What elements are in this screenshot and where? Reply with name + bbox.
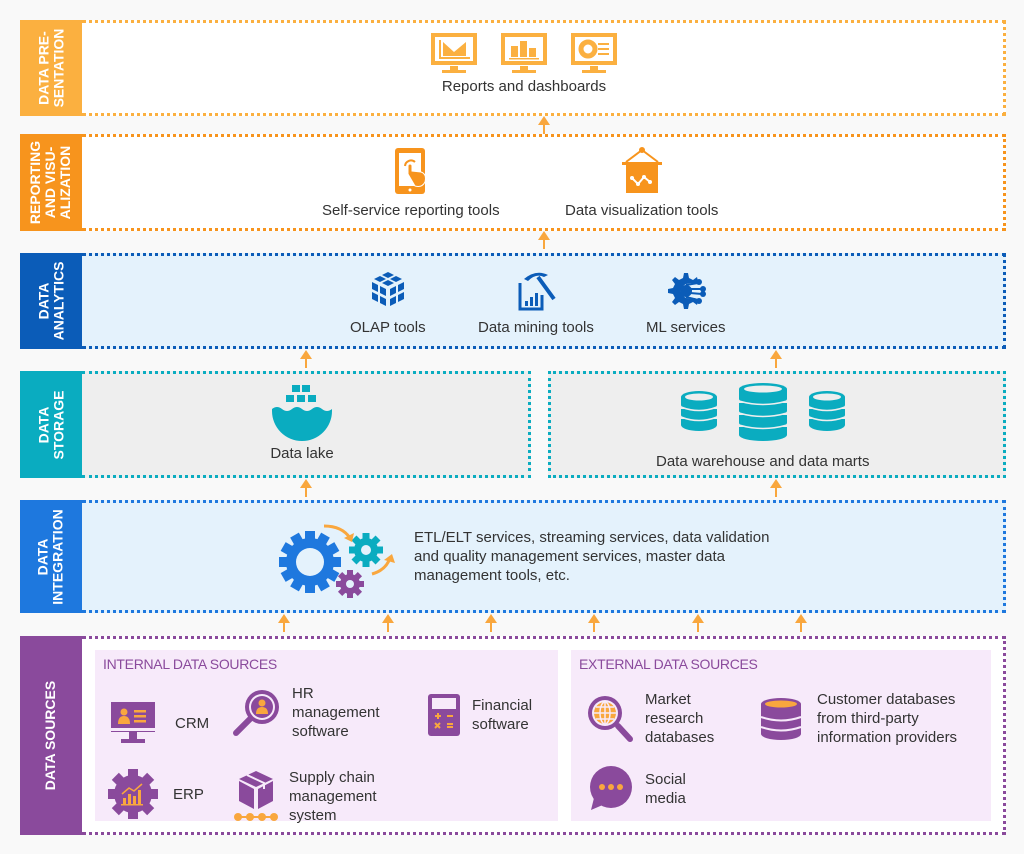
supply-box-icon [234, 770, 278, 821]
data-lake-label: Data lake [270, 445, 334, 462]
source-hr-management: HR management software [232, 684, 380, 741]
source-financial-software: Financial software [426, 692, 532, 738]
flow-arrow [692, 614, 704, 632]
flow-arrow [485, 614, 497, 632]
source-hr-management-label: HR management software [292, 685, 380, 740]
layer-label-presentation: DATA PRE- SENTATION [20, 20, 82, 116]
integration-description: ETL/ELT services, streaming services, da… [414, 529, 770, 584]
layer-reporting-visualization: REPORTING AND VISU- ALIZATION Self-servi… [20, 134, 1006, 231]
data-lake-item: Data lake [270, 383, 334, 462]
data-lake-icon [272, 385, 332, 441]
source-crm: CRM [109, 700, 209, 746]
data-visualization-label: Data visualization tools [565, 202, 719, 219]
reports-dashboards-item: Reports and dashboards [430, 32, 618, 95]
data-warehouse-item: Data warehouse and data marts [656, 383, 869, 470]
erp-gear-icon [108, 769, 158, 819]
flow-arrow [770, 479, 782, 497]
source-crm-label: CRM [175, 714, 210, 732]
data-mining-tools-item: Data mining tools [478, 269, 594, 336]
gears-icon [279, 524, 395, 598]
line-chart-monitor-icon [431, 33, 477, 73]
flow-arrow [300, 350, 312, 368]
source-customer-databases: Customer databases from third-party info… [759, 690, 957, 747]
internal-sources-panel: INTERNAL DATA SOURCES CRM HR management … [95, 650, 558, 824]
ml-services-item: ML services [646, 269, 725, 336]
reports-dashboards-label: Reports and dashboards [441, 78, 607, 95]
flow-arrow [588, 614, 600, 632]
source-market-research-label: Market research databases [645, 691, 715, 746]
olap-cube-icon [371, 272, 404, 306]
reporting-box [82, 134, 1006, 231]
layer-data-presentation: DATA PRE- SENTATION Reports [20, 20, 1006, 116]
ml-gear-icon [667, 273, 706, 309]
flow-arrow [278, 614, 290, 632]
database-icon [760, 697, 802, 740]
flow-arrow [382, 614, 394, 632]
layer-data-sources: DATA SOURCES INTERNAL DATA SOURCES CRM H… [20, 636, 1006, 835]
tablet-touch-icon [394, 148, 426, 194]
source-financial-software-label: Financial software [472, 697, 533, 733]
source-supply-chain: Supply chain management system [233, 768, 377, 825]
data-warehouse-label: Data warehouse and data marts [656, 453, 870, 470]
source-supply-chain-label: Supply chain management system [289, 769, 377, 824]
source-customer-databases-label: Customer databases from third-party info… [817, 691, 958, 746]
flow-arrow [795, 614, 807, 632]
internal-sources-title: INTERNAL DATA SOURCES [103, 656, 277, 672]
pickaxe-chart-icon [518, 272, 556, 311]
flow-arrow [538, 116, 550, 134]
layer-data-analytics: DATA ANALYTICS OLAP tools Data mining to… [20, 253, 1006, 349]
presentation-board-icon [621, 147, 662, 193]
source-erp: ERP [107, 768, 204, 820]
layer-label-integration: DATA INTEGRATION [20, 500, 82, 613]
hr-search-icon [233, 689, 279, 736]
self-service-reporting-label: Self-service reporting tools [322, 202, 500, 219]
flow-arrow [538, 231, 550, 249]
bar-chart-monitor-icon [501, 33, 547, 73]
globe-search-icon [588, 695, 633, 742]
databases-icon [680, 383, 846, 441]
flow-arrow [300, 479, 312, 497]
chat-bubble-icon [590, 766, 632, 810]
analytics-box [82, 253, 1006, 349]
data-visualization-item: Data visualization tools [565, 146, 718, 219]
source-social-media: Social media [587, 766, 686, 812]
source-erp-label: ERP [173, 785, 204, 803]
integration-box [82, 500, 1006, 613]
donut-chart-monitor-icon [571, 33, 617, 73]
calculator-icon [428, 694, 460, 736]
external-sources-panel: EXTERNAL DATA SOURCES Market research da… [571, 650, 991, 821]
external-sources-title: EXTERNAL DATA SOURCES [579, 656, 758, 672]
layer-label-analytics: DATA ANALYTICS [20, 253, 82, 349]
olap-tools-label: OLAP tools [350, 319, 426, 336]
layer-label-reporting: REPORTING AND VISU- ALIZATION [20, 134, 82, 231]
data-mining-tools-label: Data mining tools [478, 319, 594, 336]
ml-services-label: ML services [646, 319, 726, 336]
self-service-reporting-item: Self-service reporting tools [322, 146, 500, 219]
source-social-media-label: Social media [645, 771, 686, 807]
source-market-research: Market research databases [585, 690, 714, 747]
layer-data-integration: DATA INTEGRATION ETL/ELT services, strea… [20, 500, 1006, 613]
layer-label-sources: DATA SOURCES [20, 636, 82, 835]
crm-icon [111, 702, 155, 743]
layer-label-storage: DATA STORAGE [20, 371, 82, 478]
olap-tools-item: OLAP tools [350, 269, 426, 336]
layer-data-storage: DATA STORAGE Data lake [20, 371, 1006, 478]
flow-arrow [770, 350, 782, 368]
